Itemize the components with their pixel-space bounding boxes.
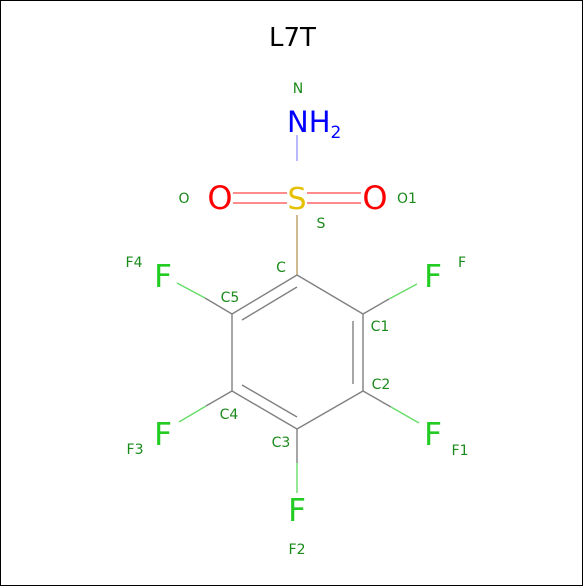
bond-c1-f — [362, 283, 418, 315]
atom-f1-symbol: F — [424, 417, 442, 453]
atom-o-symbol: O — [207, 179, 232, 217]
element-symbols: NH2 S O O F F F F F — [154, 105, 442, 529]
bond-c5-f4 — [176, 282, 233, 315]
label-f3: F3 — [127, 442, 144, 458]
bond-c3-c4-outer — [231, 390, 298, 430]
label-f2: F2 — [289, 542, 306, 558]
bond-s-o-double — [233, 192, 287, 204]
bonds — [176, 135, 420, 493]
atom-n-symbol: NH2 — [287, 105, 341, 143]
label-o: O — [178, 191, 189, 207]
bond-c4-f3 — [178, 390, 233, 423]
label-c4: C4 — [220, 407, 239, 423]
bond-c2-f1 — [362, 390, 420, 424]
label-c1: C1 — [371, 319, 390, 335]
label-s: S — [317, 216, 326, 232]
atom-o1-symbol: O — [362, 179, 387, 217]
label-c: C — [276, 260, 286, 276]
bond-c5-c-inner — [241, 286, 298, 321]
label-f: F — [458, 255, 466, 271]
bond-c3-c4-inner — [241, 384, 298, 418]
atom-s-symbol: S — [287, 182, 306, 217]
label-f4: F4 — [126, 255, 143, 271]
bond-s-o1-double — [307, 192, 361, 204]
bond-c-c1 — [296, 274, 364, 315]
label-f1: F1 — [452, 443, 469, 459]
bond-c2-c3 — [296, 390, 364, 430]
atom-f2-symbol: F — [288, 493, 306, 529]
label-o1: O1 — [397, 191, 417, 207]
molecule-title: L7T — [269, 23, 316, 53]
atom-f4-symbol: F — [154, 259, 172, 295]
label-c2: C2 — [372, 377, 391, 393]
atom-f-symbol: F — [424, 259, 442, 295]
label-c3: C3 — [272, 435, 291, 451]
label-n: N — [293, 81, 303, 97]
atom-name-labels: N S O O1 C C1 C2 C3 C4 C5 F F1 F2 F3 F4 — [126, 81, 469, 558]
bond-c5-c-outer — [231, 274, 298, 315]
label-c5: C5 — [221, 290, 240, 306]
atom-f3-symbol: F — [154, 417, 172, 453]
